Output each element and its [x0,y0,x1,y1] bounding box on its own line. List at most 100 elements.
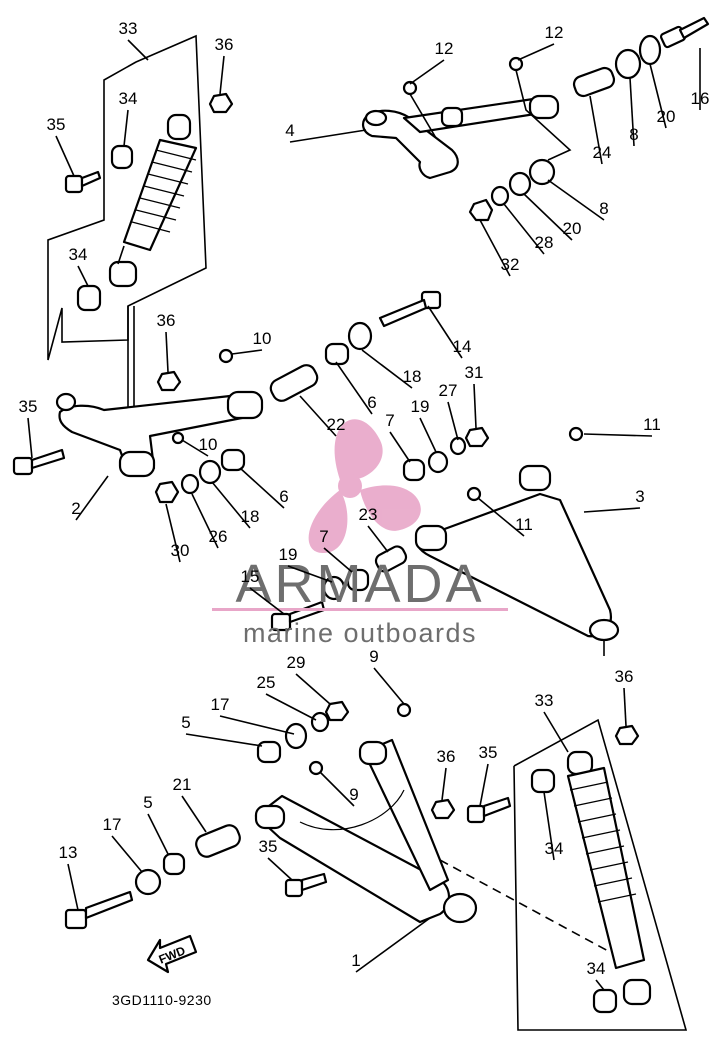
callout-27: 27 [439,381,458,400]
washer-26 [180,473,200,495]
washer-27 [449,436,467,456]
leader-line [427,305,463,359]
leader-line [289,129,367,143]
callout-22: 22 [327,415,346,434]
callout-9: 9 [349,785,358,804]
bracket-33-bottom [513,718,688,1031]
bolt-16 [659,16,710,49]
nut-36-top [208,92,234,114]
bushing-8-top [614,48,642,80]
part-code: 3GD1110-9230 [112,992,212,1008]
leader-line [219,715,295,735]
callout-34: 34 [119,89,138,108]
leader-line [447,401,459,441]
bushing-34-top [110,144,134,170]
callout-25: 25 [257,673,276,692]
callout-11: 11 [515,515,533,534]
washer-28 [490,185,510,207]
leader-line [473,383,477,429]
callout-34: 34 [587,959,606,978]
leader-line [127,39,149,61]
callout-4: 4 [285,121,294,140]
watermark-tagline: marine outboards [243,618,477,648]
bushing-24 [572,66,616,98]
callout-10: 10 [199,435,218,454]
callout-36: 36 [615,667,634,686]
leader-line [75,475,109,521]
fitting-11-low [466,486,482,502]
leader-line [389,431,411,463]
upper-arm-right [362,94,560,180]
leader-line [589,95,603,165]
callout-29: 29 [287,653,306,672]
bolt-14 [378,290,442,328]
callout-24: 24 [593,143,612,162]
callout-26: 26 [209,527,228,546]
callout-31: 31 [465,363,484,382]
forward-arrow [146,934,198,974]
leader-line [111,835,143,873]
leader-line [477,497,525,537]
leader-line [323,547,353,573]
leader-line [265,693,317,721]
callout-35: 35 [479,743,498,762]
washer-17-low [134,868,162,896]
lower-arm-bottom [254,738,478,924]
callout-28: 28 [535,233,554,252]
bolt-15 [270,600,326,632]
callout-8: 8 [629,125,638,144]
leader-line [543,711,569,753]
leader-line [287,565,333,583]
leader-line [295,673,331,705]
callout-14: 14 [453,337,472,356]
watermark-brand: ARMADA [235,554,484,614]
leader-line [517,43,555,61]
leader-line [181,439,209,457]
leader-line [165,331,169,373]
callout-32: 32 [501,255,520,274]
callout-19: 19 [279,545,298,564]
washer-19-low [322,575,346,601]
leader-line [299,395,337,437]
callout-11: 11 [643,415,661,434]
bolt-35-mid [12,448,66,476]
callout-7: 7 [385,411,394,430]
callout-7: 7 [319,527,328,546]
callout-33: 33 [535,691,554,710]
leader-line [409,59,445,85]
callout-13: 13 [59,843,78,862]
washer-20-low [508,171,532,197]
callout-36: 36 [215,35,234,54]
nut-36-right [614,724,640,746]
upper-arm-right-mid [414,464,620,656]
fitting-11-top [568,426,584,442]
washer-18-top [347,321,373,351]
leader-line [367,525,389,553]
callout-3: 3 [635,487,644,506]
callout-18: 18 [241,507,260,526]
leader-line [583,433,653,437]
callout-17: 17 [103,815,122,834]
leader-line [191,493,219,549]
nut-30 [154,480,180,504]
leader-line [319,771,355,807]
bushing-5-low [162,852,186,876]
callout-33: 33 [119,19,138,38]
leader-line [335,361,373,415]
callout-5: 5 [181,713,190,732]
leader-line [523,193,573,241]
leader-line [623,687,627,727]
leader-line [55,135,75,177]
bolt-35-top [64,170,102,194]
shock-link-dashed [439,859,611,953]
leader-line [249,587,285,615]
fitting-10-low [171,431,185,445]
callout-2: 2 [71,499,80,518]
callout-34: 34 [545,839,564,858]
bushing-22 [269,364,319,402]
callout-35: 35 [19,397,38,416]
nut-36-mid [156,370,182,392]
washer-17-top [284,722,308,750]
